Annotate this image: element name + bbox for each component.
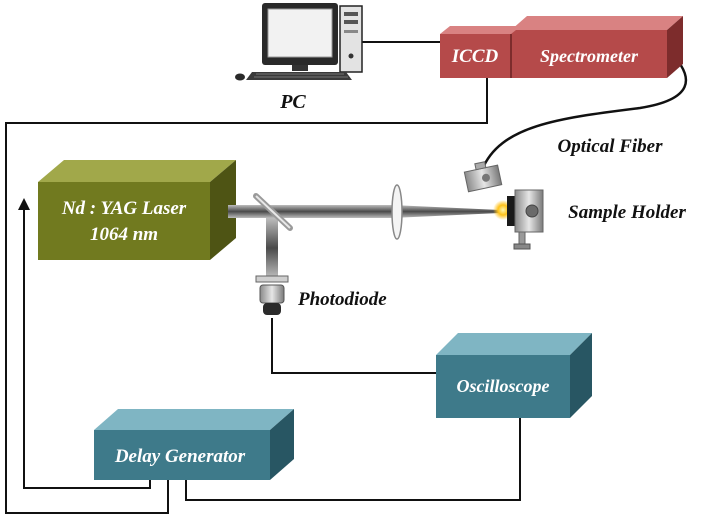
oscilloscope-side [570,333,592,418]
laser-label-line2: 1064 nm [90,224,158,245]
focusing-lens [391,184,403,240]
spectrometer-top [511,16,683,30]
iccd-top [440,26,521,34]
spectrometer-front [511,30,667,78]
delay-generator-label: Delay Generator [114,446,246,467]
sample-target [507,196,515,226]
oscilloscope-top [436,333,592,355]
laser-beam-focused [392,205,500,218]
optical-fiber-cable [480,47,688,171]
delay-generator-front [94,430,270,480]
arrow-into-laser [18,198,30,210]
wiring [5,41,688,514]
laser-front-face [38,182,210,260]
oscilloscope-front [436,355,570,418]
wire-delay-laser [23,200,151,489]
laser-label-line1: Nd : YAG Laser [61,198,187,219]
delay-generator: Delay Generator [94,409,294,480]
laser-beam-main [228,205,392,218]
pc-computer: PC [235,3,363,113]
delay-generator-top [94,409,294,430]
iccd-label: ICCD [451,46,499,67]
monitor-stand [292,65,308,71]
keyboard [246,72,352,80]
wire-oscilloscope-delay [185,418,521,501]
laser-side-face [210,160,236,260]
spectrometer-label: Spectrometer [540,46,639,66]
monitor-screen [267,8,333,58]
mouse [235,73,245,81]
spectrometer-side [667,16,683,78]
photodiode: Photodiode [255,275,387,315]
wire-photodiode-oscilloscope [271,318,440,374]
optical-fiber-label: Optical Fiber [557,136,663,157]
spectrometer-unit: ICCD Spectrometer [440,16,683,78]
oscilloscope-label: Oscilloscope [457,376,550,396]
fiber-collimator [463,161,503,193]
pc-label: PC [279,91,306,113]
laser-beam-split [266,218,278,278]
laser-top-face [38,160,236,182]
photodiode-label: Photodiode [297,289,387,310]
iccd-front [440,34,511,78]
sample-holder-label: Sample Holder [568,202,686,223]
wire-iccd-loop [5,78,488,514]
oscilloscope: Oscilloscope [436,333,592,418]
sample-holder: Sample Holder [493,189,686,250]
nd-yag-laser: Nd : YAG Laser 1064 nm [38,160,236,260]
delay-generator-side [270,409,294,480]
